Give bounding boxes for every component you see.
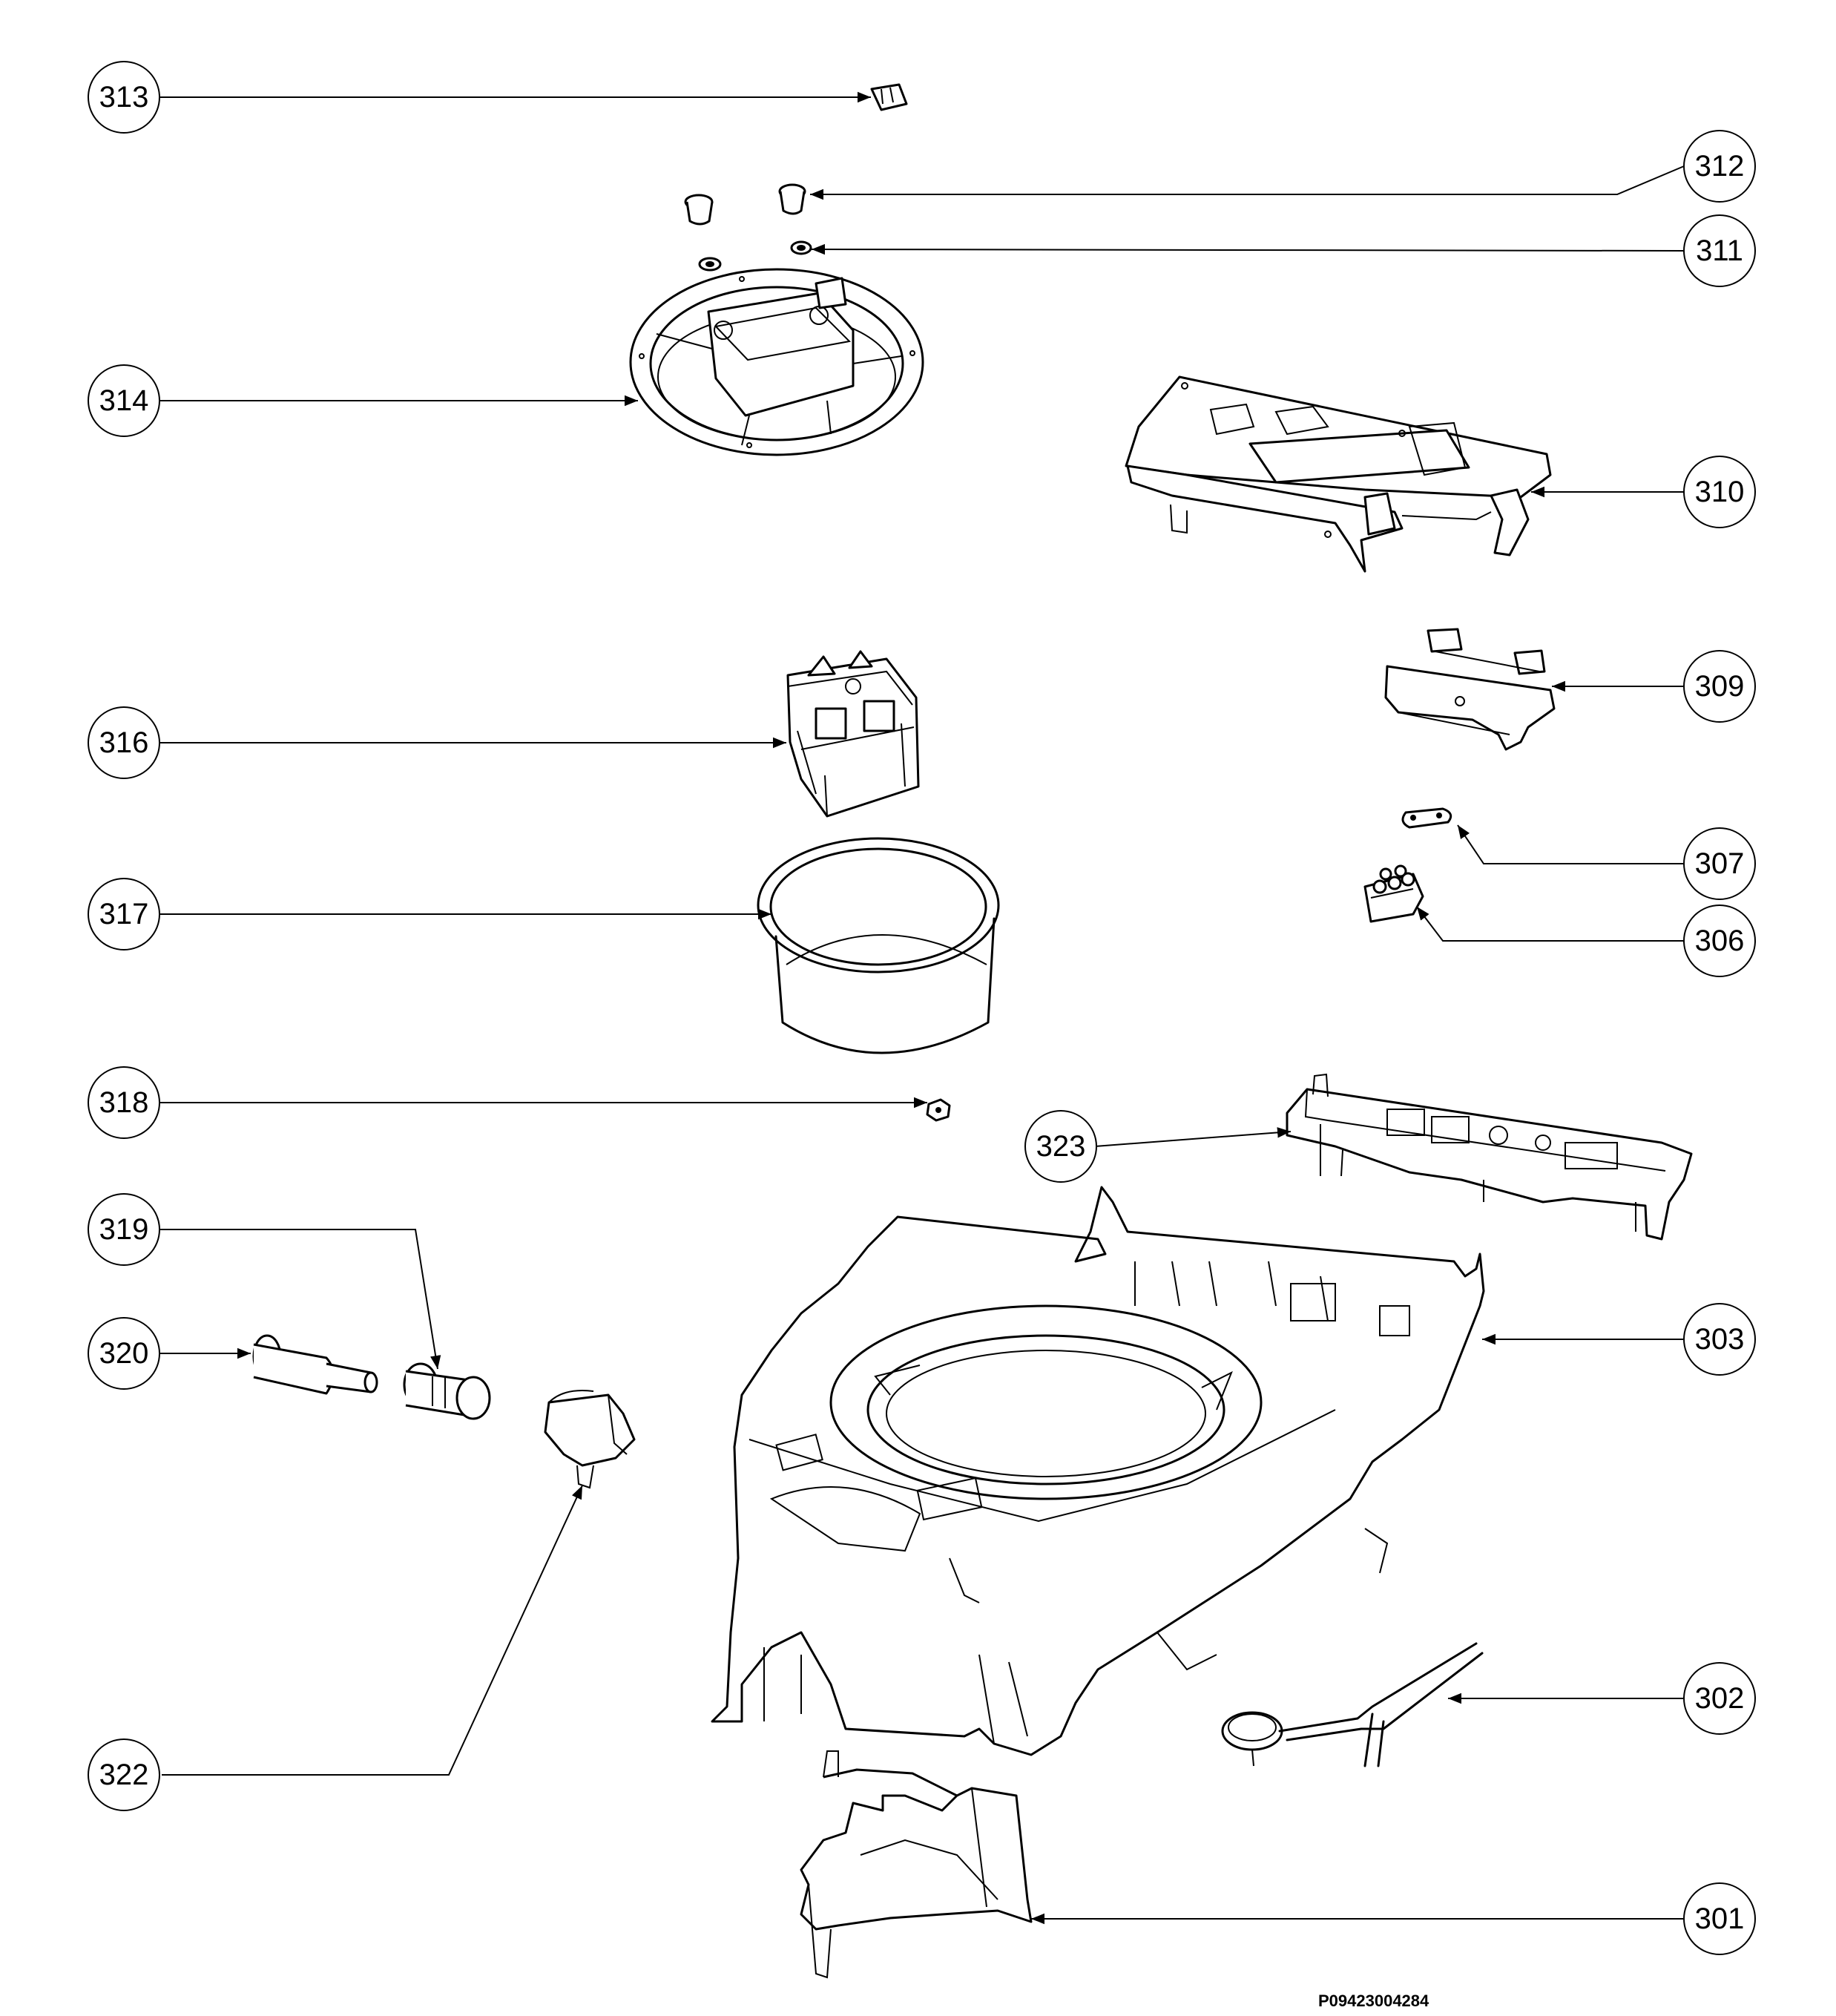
- callout-label: 314: [99, 384, 149, 417]
- callout-circle: [88, 1317, 160, 1390]
- callout-label: 307: [1695, 847, 1745, 880]
- callout-316: 316: [88, 706, 160, 779]
- callout-318: 318: [88, 1066, 160, 1139]
- callout-label: 318: [99, 1086, 149, 1119]
- part-313-clip: [870, 83, 908, 111]
- part-311-nuts: [698, 240, 812, 272]
- callout-label: 319: [99, 1213, 149, 1246]
- callout-314: 314: [88, 364, 160, 437]
- callout-circle: [1683, 650, 1756, 723]
- leader-323: [1094, 1127, 1292, 1147]
- leader-319: [160, 1229, 441, 1370]
- callout-label: 316: [99, 726, 149, 759]
- part-323-control-board: [1286, 1073, 1693, 1241]
- callout-circle: [1683, 1882, 1756, 1955]
- part-317-cylinder: [757, 837, 1000, 1054]
- callout-circle: [88, 706, 160, 779]
- callout-307: 307: [1683, 827, 1756, 900]
- part-307-link-plate: [1401, 807, 1452, 829]
- leader-306: [1416, 906, 1684, 942]
- callout-circle: [1024, 1110, 1097, 1183]
- part-312-caps: [684, 183, 806, 226]
- callout-circle: [88, 364, 160, 437]
- callout-label: 303: [1695, 1323, 1745, 1356]
- callout-circle: [1683, 827, 1756, 900]
- callout-label: 306: [1695, 925, 1745, 957]
- leader-322: [162, 1485, 583, 1776]
- callout-circle: [1683, 904, 1756, 977]
- part-303-main-housing: [711, 1186, 1485, 1756]
- callout-label: 310: [1695, 476, 1745, 508]
- part-314-mounting-ring: [629, 268, 924, 456]
- callout-label: 322: [99, 1759, 149, 1791]
- part-322-switch: [544, 1390, 636, 1489]
- callout-310: 310: [1683, 456, 1756, 528]
- callout-circle: [88, 1738, 160, 1811]
- callout-317: 317: [88, 878, 160, 950]
- callout-circle: [1683, 456, 1756, 528]
- callout-322: 322: [88, 1738, 160, 1811]
- part-306-terminal-block: [1363, 864, 1424, 923]
- callout-circle: [88, 878, 160, 950]
- callout-bubbles: 313 312 311 314 310 309 316 307 306 317 318 323 319 3…: [88, 61, 1756, 1955]
- part-320-shaft: [252, 1334, 378, 1395]
- callout-label: 302: [1695, 1682, 1745, 1715]
- callout-320: 320: [88, 1317, 160, 1390]
- callout-circle: [1683, 214, 1756, 287]
- part-302-sensor: [1221, 1642, 1484, 1767]
- callout-circle: [1683, 1662, 1756, 1735]
- drawing-code: P09423004284: [1318, 1992, 1429, 2010]
- leader-311: [811, 243, 1685, 255]
- callout-309: 309: [1683, 650, 1756, 723]
- callout-label: 312: [1695, 150, 1745, 183]
- part-316-relay: [786, 650, 920, 818]
- part-301-duct: [800, 1750, 1033, 1979]
- callout-circle: [1683, 130, 1756, 203]
- callout-301: 301: [1683, 1882, 1756, 1955]
- callout-312: 312: [1683, 130, 1756, 203]
- leader-lines: [160, 91, 1685, 1925]
- callout-circle: [88, 61, 160, 134]
- callout-label: 311: [1696, 234, 1743, 267]
- callout-313: 313: [88, 61, 160, 134]
- callout-label: 317: [99, 898, 149, 930]
- callout-319: 319: [88, 1193, 160, 1266]
- part-310-cover-plate: [1125, 375, 1552, 573]
- leader-307: [1457, 824, 1684, 864]
- part-309-bracket: [1384, 628, 1556, 751]
- callout-circle: [1683, 1303, 1756, 1376]
- leader-312: [810, 165, 1685, 200]
- callout-323: 323: [1024, 1110, 1097, 1183]
- callout-label: 313: [99, 81, 149, 114]
- callout-306: 306: [1683, 904, 1756, 977]
- callout-label: 323: [1036, 1130, 1086, 1163]
- callout-label: 301: [1695, 1902, 1745, 1935]
- part-319-cap: [403, 1362, 491, 1420]
- callout-label: 320: [99, 1337, 149, 1370]
- callout-311: 311: [1683, 214, 1756, 287]
- callout-label: 309: [1695, 670, 1745, 703]
- callout-303: 303: [1683, 1303, 1756, 1376]
- callout-circle: [88, 1066, 160, 1139]
- callout-circle: [88, 1193, 160, 1266]
- part-318-nut: [926, 1098, 951, 1122]
- callout-302: 302: [1683, 1662, 1756, 1735]
